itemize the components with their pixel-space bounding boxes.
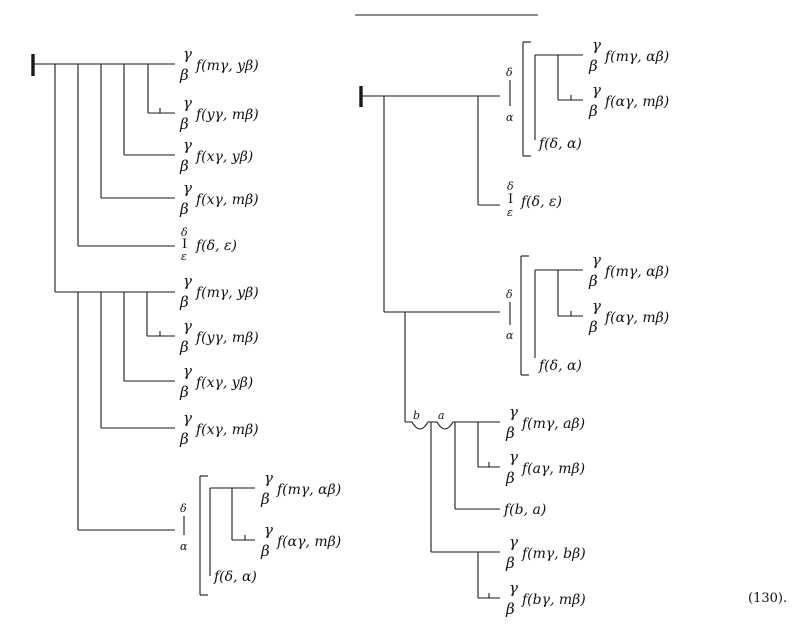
svg-text:f(αγ, mβ): f(αγ, mβ) (604, 310, 669, 326)
svg-text:γ: γ (509, 579, 518, 597)
svg-text:f(δ, ε): f(δ, ε) (520, 194, 562, 210)
svg-text:γ: γ (183, 179, 192, 197)
svg-text:f(δ, ε): f(δ, ε) (195, 238, 237, 254)
svg-text:β: β (505, 554, 515, 572)
svg-text:γ: γ (183, 362, 192, 380)
svg-text:γ: γ (592, 297, 601, 315)
svg-text:f(mγ, αβ): f(mγ, αβ) (604, 49, 669, 65)
svg-text:δ: δ (181, 226, 188, 239)
formula-line: γ β f(mγ, yβ) (179, 272, 259, 311)
svg-text:γ: γ (183, 317, 192, 335)
svg-text:β: β (179, 430, 189, 448)
svg-text:I: I (508, 192, 513, 207)
concavity-stroke (405, 421, 500, 430)
svg-text:f(yγ, mβ): f(yγ, mβ) (195, 107, 259, 123)
svg-text:f(xγ, yβ): f(xγ, yβ) (195, 149, 253, 165)
svg-text:γ: γ (592, 251, 601, 269)
svg-text:a: a (438, 409, 445, 422)
svg-text:δ: δ (506, 288, 513, 301)
formula-line: γ β f(xγ, yβ) (179, 362, 253, 401)
svg-text:α: α (506, 111, 514, 124)
svg-text:f(mγ, yβ): f(mγ, yβ) (195, 285, 259, 301)
svg-text:f(δ, α): f(δ, α) (213, 569, 257, 585)
formula-line: δ I ε f(δ, ε) (181, 226, 237, 263)
svg-text:β: β (588, 318, 598, 336)
svg-text:f(xγ, yβ): f(xγ, yβ) (195, 375, 253, 391)
svg-text:β: β (588, 272, 598, 290)
svg-text:f(yγ, mβ): f(yγ, mβ) (195, 330, 259, 346)
svg-text:f(mγ, bβ): f(mγ, bβ) (521, 546, 586, 562)
svg-text:β: β (179, 293, 189, 311)
svg-text:f(mγ, yβ): f(mγ, yβ) (195, 58, 259, 74)
svg-text:f(δ, α): f(δ, α) (538, 358, 582, 374)
equation-number: (130). (748, 591, 787, 606)
svg-text:α: α (180, 540, 188, 553)
svg-text:β: β (179, 383, 189, 401)
generality-bracket: δ α γ β f(mγ, αβ) γ β f(αγ, mβ) f(δ, α) (180, 469, 341, 596)
formula-line: γ β f(yγ, mβ) (179, 94, 259, 133)
svg-text:δ: δ (180, 502, 187, 515)
svg-text:β: β (179, 157, 189, 175)
svg-text:ε: ε (181, 250, 187, 263)
svg-text:β: β (505, 424, 515, 442)
svg-text:f(aγ, mβ): f(aγ, mβ) (521, 461, 585, 477)
left-diagram: γ β f(mγ, yβ) γ β f(yγ, mβ) γ β f(xγ, yβ… (31, 45, 341, 596)
svg-text:β: β (179, 115, 189, 133)
generality-bracket: δ α γ β f(mγ, αβ) γ β f(αγ, mβ) f(δ, α) (506, 251, 669, 376)
formula-line: δ I ε f(δ, ε) (507, 180, 562, 219)
svg-text:γ: γ (183, 136, 192, 154)
svg-text:γ: γ (509, 403, 518, 421)
svg-text:f(xγ, mβ): f(xγ, mβ) (195, 192, 259, 208)
svg-text:β: β (179, 338, 189, 356)
svg-text:f(xγ, mβ): f(xγ, mβ) (195, 422, 259, 438)
formula-line: γ β f(xγ, mβ) (179, 409, 259, 448)
svg-text:γ: γ (183, 94, 192, 112)
svg-text:ε: ε (507, 206, 513, 219)
svg-text:f(mγ, αβ): f(mγ, αβ) (276, 482, 341, 498)
svg-text:γ: γ (183, 272, 192, 290)
svg-text:α: α (506, 329, 514, 342)
svg-text:f(αγ, mβ): f(αγ, mβ) (276, 534, 341, 550)
svg-text:γ: γ (264, 521, 273, 539)
svg-text:β: β (588, 102, 598, 120)
svg-text:γ: γ (183, 409, 192, 427)
formula-line: γ β f(mγ, yβ) (179, 45, 259, 84)
svg-text:f(δ, α): f(δ, α) (538, 136, 582, 152)
svg-text:f(mγ, αβ): f(mγ, αβ) (604, 264, 669, 280)
svg-text:β: β (260, 542, 270, 560)
svg-text:b: b (413, 409, 420, 422)
svg-text:γ: γ (509, 533, 518, 551)
lower-branch: b a γ β f(mγ, aβ) γ β f(aγ, mβ) f(b, a) … (405, 403, 586, 618)
formula-line: γ β f(xγ, yβ) (179, 136, 253, 175)
svg-text:δ: δ (507, 180, 514, 193)
svg-text:f(αγ, mβ): f(αγ, mβ) (604, 94, 669, 110)
svg-text:β: β (505, 469, 515, 487)
svg-text:f(b, a): f(b, a) (503, 502, 546, 518)
svg-text:γ: γ (592, 36, 601, 54)
formula-line: γ β f(xγ, mβ) (179, 179, 259, 218)
svg-text:f(bγ, mβ): f(bγ, mβ) (521, 592, 586, 608)
svg-text:γ: γ (264, 469, 273, 487)
svg-text:β: β (588, 57, 598, 75)
svg-text:γ: γ (592, 81, 601, 99)
svg-text:β: β (260, 490, 270, 508)
svg-text:β: β (505, 600, 515, 618)
svg-text:γ: γ (509, 448, 518, 466)
svg-text:I: I (182, 237, 187, 252)
svg-text:γ: γ (183, 45, 192, 63)
svg-text:β: β (179, 200, 189, 218)
svg-text:f(mγ, aβ): f(mγ, aβ) (521, 416, 585, 432)
generality-bracket: δ α γ β f(mγ, αβ) γ β f(αγ, mβ) f(δ, α) (506, 36, 669, 157)
right-diagram: δ α γ β f(mγ, αβ) γ β f(αγ, mβ) f(δ, α) … (359, 36, 669, 618)
svg-text:δ: δ (506, 66, 513, 79)
svg-text:β: β (179, 66, 189, 84)
formula-line: γ β f(yγ, mβ) (179, 317, 259, 356)
